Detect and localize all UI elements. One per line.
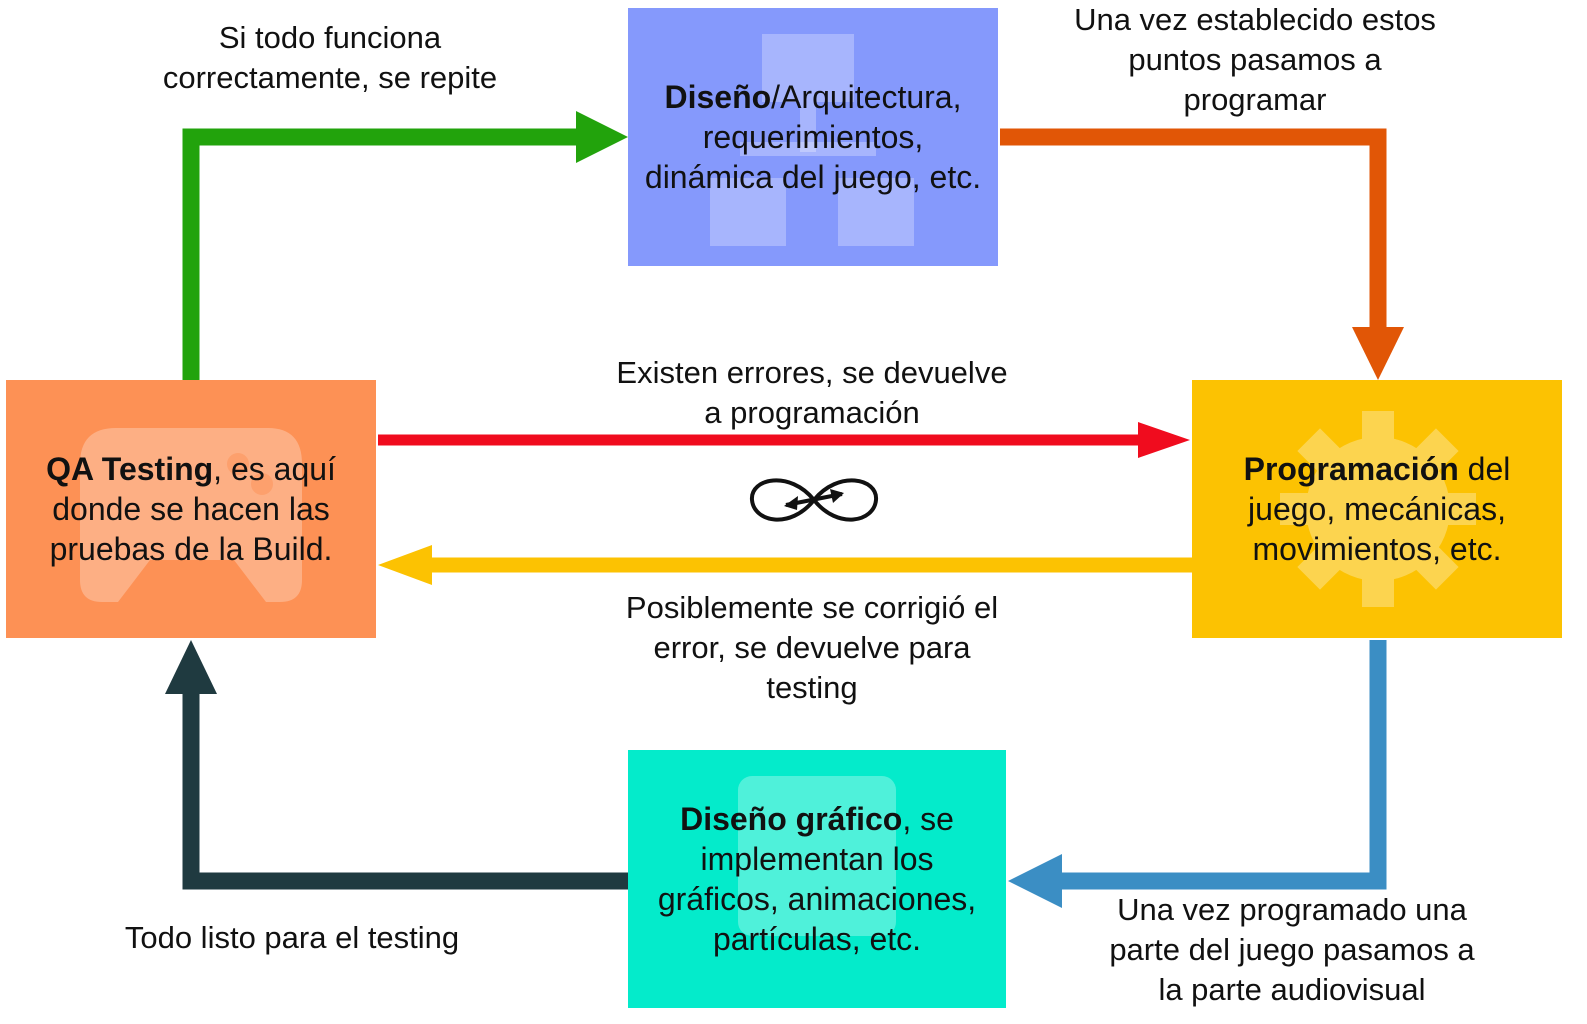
label-design-to-programming: Una vez establecido estos puntos pasamos… <box>1074 2 1436 117</box>
arrow-design-to-programming <box>1000 128 1404 380</box>
arrow-qa-to-programming <box>378 422 1190 458</box>
label-programming-to-qa: Posiblemente se corrigió el error, se de… <box>625 590 999 705</box>
node-graphics: Diseño gráfico, se implementan los gráfi… <box>628 750 1006 1008</box>
gear-icon <box>1280 411 1476 607</box>
label-qa-to-design: Si todo funciona correctamente, se repit… <box>162 20 498 95</box>
infinity-loop-icon <box>750 478 878 522</box>
node-design: Diseño/Arquitectura, requerimientos, din… <box>628 8 998 266</box>
programming-text: Programación del juego, mecánicas, movim… <box>1243 451 1511 567</box>
arrow-graphics-to-qa <box>165 640 628 890</box>
node-programming: Programación del juego, mecánicas, movim… <box>1192 380 1562 638</box>
design-title: Diseño <box>664 79 772 115</box>
label-qa-to-programming: Existen errores, se devuelve a programac… <box>616 355 1008 430</box>
gamepad-icon <box>80 428 302 602</box>
design-text: Diseño/Arquitectura, requerimientos, din… <box>644 79 982 195</box>
hierarchy-icon <box>710 34 914 246</box>
label-graphics-to-qa: Todo listo para el testing <box>124 920 460 955</box>
node-qa: QA Testing, es aquí donde se hacen las p… <box>6 380 376 638</box>
graphics-title: Diseño gráfico <box>680 801 903 837</box>
qa-text: QA Testing, es aquí donde se hacen las p… <box>46 451 336 567</box>
label-programming-to-graphics: Una vez programado una parte del juego p… <box>1109 892 1475 1007</box>
arrow-programming-to-graphics <box>1008 640 1387 908</box>
graphics-text: Diseño gráfico, se implementan los gráfi… <box>657 801 977 957</box>
image-icon <box>738 776 896 936</box>
programming-title: Programación <box>1243 451 1459 487</box>
qa-title: QA Testing <box>46 451 214 487</box>
arrow-qa-to-design <box>182 111 628 381</box>
arrow-programming-to-qa <box>378 545 1192 585</box>
